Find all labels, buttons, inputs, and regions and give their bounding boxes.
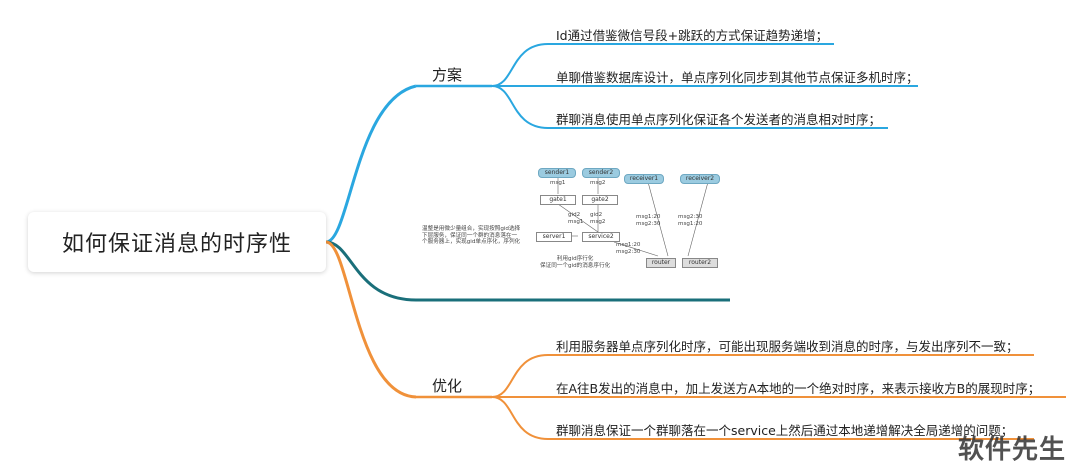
watermark-text: 软件先生: [957, 435, 1066, 465]
connector-optimize-item-3: [491, 396, 1034, 440]
optimize-item-3[interactable]: 群聊消息保证一个群聊落在一个service上然后通过本地递增解决全局递增的问题；: [556, 423, 1014, 438]
flow-server1: server1: [536, 232, 572, 242]
flow-receiver1: receiver1: [624, 174, 664, 184]
branch-optimize-label[interactable]: 优化: [432, 377, 463, 395]
connector-root-optimize: [325, 240, 417, 399]
flow-recv1-msgs: msg1:20 msg2:30: [636, 214, 661, 227]
root-node[interactable]: 如何保证消息的时序性: [28, 212, 326, 272]
flow-sender1: sender1: [538, 168, 576, 178]
flow-service2: service2: [582, 232, 620, 242]
flow-note-bottom: 利用gid序行化 保证同一个gid的消息序行化: [540, 256, 611, 269]
flow-sender2: sender2: [582, 168, 620, 178]
plan-item-1[interactable]: Id通过借鉴微信号段+跳跃的方式保证趋势递增；: [556, 28, 829, 43]
flow-msg1: msg1: [550, 180, 566, 186]
plan-item-3[interactable]: 群聊消息使用单点序列化保证各个发送者的消息相对时序；: [556, 112, 882, 127]
optimize-item-1[interactable]: 利用服务器单点序列化时序，可能出现服务端收到消息的时序，与发出序列不一致；: [556, 339, 1019, 354]
branch-plan-label[interactable]: 方案: [432, 66, 463, 84]
embedded-flow-diagram[interactable]: sender1 sender2 receiver1 receiver2 msg1…: [418, 160, 730, 298]
flow-recv2-msgs: msg2:30 msg1:20: [678, 214, 703, 227]
connector-plan-item-1: [491, 43, 834, 87]
optimize-item-2[interactable]: 在A往B发出的消息中，加上发送方A本地的一个绝对时序，来表示接收方B的展现时序；: [556, 381, 1041, 396]
connector-plan-item-3: [491, 85, 888, 129]
flow-gate1: gate1: [540, 195, 576, 205]
flow-msg2: msg2: [590, 180, 606, 186]
flow-service-out: msg1:20 msg2:30: [616, 242, 641, 255]
flow-router2: router2: [682, 258, 718, 268]
flow-note-left: 温整是用微少量组合，实现按照gid选择 下层服务，保证同一个群的消息落在一 个服…: [422, 226, 521, 245]
plan-item-2[interactable]: 单聊借鉴数据库设计，单点序列化同步到其他节点保证多机时序；: [556, 70, 919, 85]
connector-optimize-item-1: [491, 354, 1034, 398]
connector-root-plan: [325, 84, 417, 244]
connector-root-image: [325, 240, 730, 302]
flow-gate2: gate2: [582, 195, 618, 205]
flow-gate-msgs-2: gid2 msg2: [590, 212, 606, 225]
root-title: 如何保证消息的时序性: [61, 232, 292, 257]
flow-arrows: [557, 176, 709, 257]
flow-receiver2: receiver2: [680, 174, 720, 184]
flow-gate-msgs-1: gid2 msg1: [568, 212, 584, 225]
flow-router: router: [646, 258, 676, 268]
